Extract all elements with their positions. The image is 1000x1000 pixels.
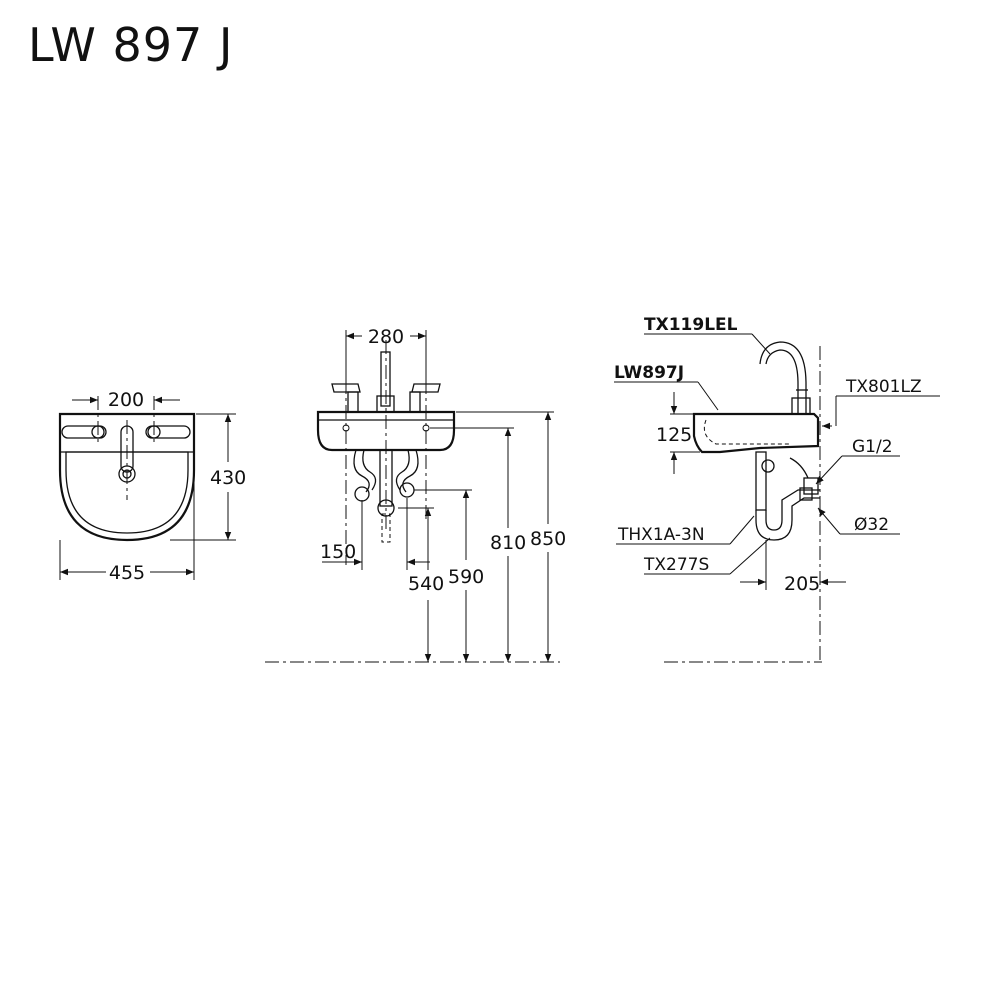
side-label-tx119lel: TX119LEL bbox=[644, 315, 738, 335]
side-label-d32: Ø32 bbox=[854, 515, 889, 535]
drawing-title: LW 897 J bbox=[28, 18, 234, 72]
elevation-view: 280 150 540 590 810 850 bbox=[265, 326, 566, 663]
elevation-dim-540: 540 bbox=[408, 573, 444, 595]
side-label-thx1a-3n: THX1A-3N bbox=[617, 525, 705, 545]
front-dim-455: 455 bbox=[109, 562, 145, 584]
side-faucet bbox=[759, 341, 811, 415]
front-basin-inner bbox=[65, 451, 189, 534]
front-dim-200: 200 bbox=[108, 389, 144, 411]
side-label-tx277s: TX277S bbox=[643, 555, 709, 575]
elevation-spout bbox=[376, 340, 395, 530]
elevation-dim-150: 150 bbox=[320, 541, 356, 563]
elevation-dim-810: 810 bbox=[490, 532, 526, 554]
side-dim-205: 205 bbox=[784, 573, 820, 595]
front-handle-right bbox=[145, 425, 191, 439]
side-label-lw897j: LW897J bbox=[614, 363, 684, 383]
front-dim-430: 430 bbox=[210, 467, 246, 489]
side-label-tx801lz: TX801LZ bbox=[845, 377, 922, 397]
side-label-g12: G1/2 bbox=[852, 437, 893, 457]
elevation-dim-850: 850 bbox=[530, 528, 566, 550]
elevation-dim-280: 280 bbox=[368, 326, 404, 348]
front-basin-outline bbox=[58, 412, 196, 542]
front-view: 200 430 455 bbox=[58, 389, 246, 584]
front-handle-left bbox=[61, 425, 107, 439]
elevation-basin bbox=[316, 410, 456, 452]
elevation-dim-590: 590 bbox=[448, 566, 484, 588]
side-trap bbox=[755, 451, 820, 541]
side-basin bbox=[692, 412, 820, 454]
elevation-handle-left bbox=[331, 330, 361, 565]
side-view: TX801LZ TX119LEL LW897J 125 G1/2 Ø32 THX… bbox=[614, 315, 940, 664]
side-dim-125: 125 bbox=[656, 424, 692, 446]
